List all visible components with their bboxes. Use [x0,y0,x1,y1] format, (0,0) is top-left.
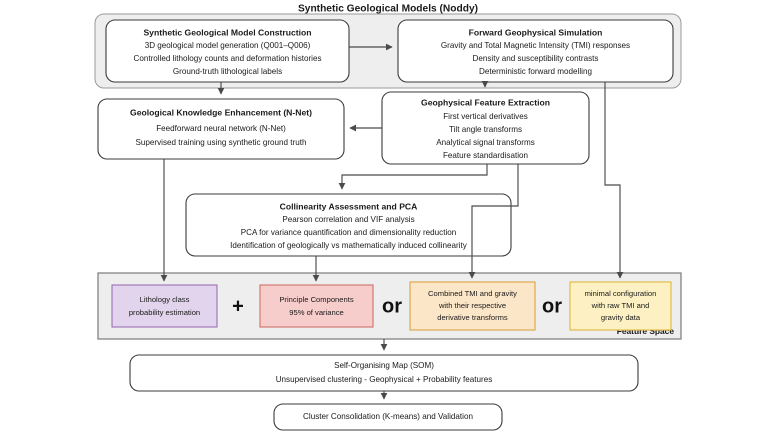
operator-or-1: or [382,295,402,317]
feature-option-minimal-line-3: gravity data [601,313,641,322]
node-synthetic-geological-model-construction[interactable]: Synthetic Geological Model Construction … [105,19,350,83]
node-simulation-line-1: Gravity and Total Magnetic Intensity (TM… [441,41,630,50]
node-construction-line-2: Controlled lithology counts and deformat… [133,54,321,63]
feature-option-combined-line-1: Combined TMI and gravity [428,289,517,298]
feature-option-combined-line-3: derivative transforms [437,313,508,322]
node-construction-box [105,19,350,83]
node-extraction-line-1: First vertical derivatives [443,112,528,121]
node-collinearity-line-1: Pearson correlation and VIF analysis [282,215,414,224]
node-som-line-1: Self-Organising Map (SOM) [334,361,434,370]
node-self-organising-map[interactable]: Self-Organising Map (SOM) Unsupervised c… [129,354,639,392]
node-forward-geophysical-simulation[interactable]: Forward Geophysical Simulation Gravity a… [397,19,674,83]
page-title: Synthetic Geological Models (Noddy) [298,4,478,15]
feature-option-lithology-box [111,284,218,328]
node-extraction-title: Geophysical Feature Extraction [421,97,550,107]
operator-or-2: or [542,295,562,317]
node-extraction-line-4: Feature standardisation [443,151,528,160]
feature-option-lithology-line-1: Lithology class [140,295,190,304]
feature-option-combined-line-2: with their respective [438,301,506,310]
node-cluster-box [273,403,503,431]
feature-option-combined-box [409,281,536,331]
connector-simulation-to-minimal [604,82,624,279]
node-cluster-consolidation[interactable]: Cluster Consolidation (K-means) and Vali… [273,403,503,431]
node-nnet-line-2: Supervised training using synthetic grou… [136,138,307,147]
node-simulation-title: Forward Geophysical Simulation [469,27,603,37]
feature-option-pc-box [259,284,374,328]
node-collinearity-line-3: Identification of geologically vs mathem… [230,241,468,250]
feature-option-lithology-line-2: probability estimation [129,308,200,317]
node-geological-knowledge-enhancement[interactable]: Geological Knowledge Enhancement (N-Net)… [97,98,345,160]
node-extraction-line-2: Tilt angle transforms [449,125,522,134]
node-collinearity-assessment-pca[interactable]: Collinearity Assessment and PCA Pearson … [185,193,512,257]
node-cluster-line-1: Cluster Consolidation (K-means) and Vali… [303,412,473,421]
node-collinearity-box [185,193,512,257]
node-simulation-line-2: Density and susceptibility contrasts [473,54,599,63]
node-geophysical-feature-extraction[interactable]: Geophysical Feature Extraction First ver… [381,91,590,165]
feature-option-minimal-box [569,281,672,331]
feature-option-principal-components[interactable]: Principle Components 95% of variance [259,284,374,328]
feature-space-label: Feature Space [617,326,675,336]
node-nnet-line-1: Feedforward neural network (N-Net) [156,124,286,133]
feature-option-combined-tmi-gravity[interactable]: Combined TMI and gravity with their resp… [409,281,536,331]
node-nnet-title: Geological Knowledge Enhancement (N-Net) [130,107,312,117]
feature-option-minimal-configuration[interactable]: minimal configuration with raw TMI and g… [569,281,672,331]
node-simulation-line-3: Deterministic forward modelling [479,67,592,76]
node-collinearity-line-2: PCA for variance quantification and dime… [241,228,457,237]
feature-option-pc-line-1: Principle Components [279,295,353,304]
feature-option-minimal-line-2: with raw TMI and [591,301,650,310]
connector-extraction-to-combined [468,164,519,279]
node-nnet-box [97,98,345,160]
node-simulation-box [397,19,674,83]
operator-plus: + [232,295,244,317]
node-construction-line-3: Ground-truth lithological labels [173,67,282,76]
connector-extraction-to-collinearity [338,164,488,190]
feature-option-lithology-probability[interactable]: Lithology class probability estimation [111,284,218,328]
node-construction-line-1: 3D geological model generation (Q001–Q00… [145,41,311,50]
node-extraction-line-3: Analytical signal transforms [436,138,535,147]
node-som-line-2: Unsupervised clustering - Geophysical + … [276,375,493,384]
feature-option-pc-line-2: 95% of variance [289,308,343,317]
feature-option-minimal-line-1: minimal configuration [585,289,657,298]
node-collinearity-title: Collinearity Assessment and PCA [280,201,418,211]
node-construction-title: Synthetic Geological Model Construction [143,27,311,37]
